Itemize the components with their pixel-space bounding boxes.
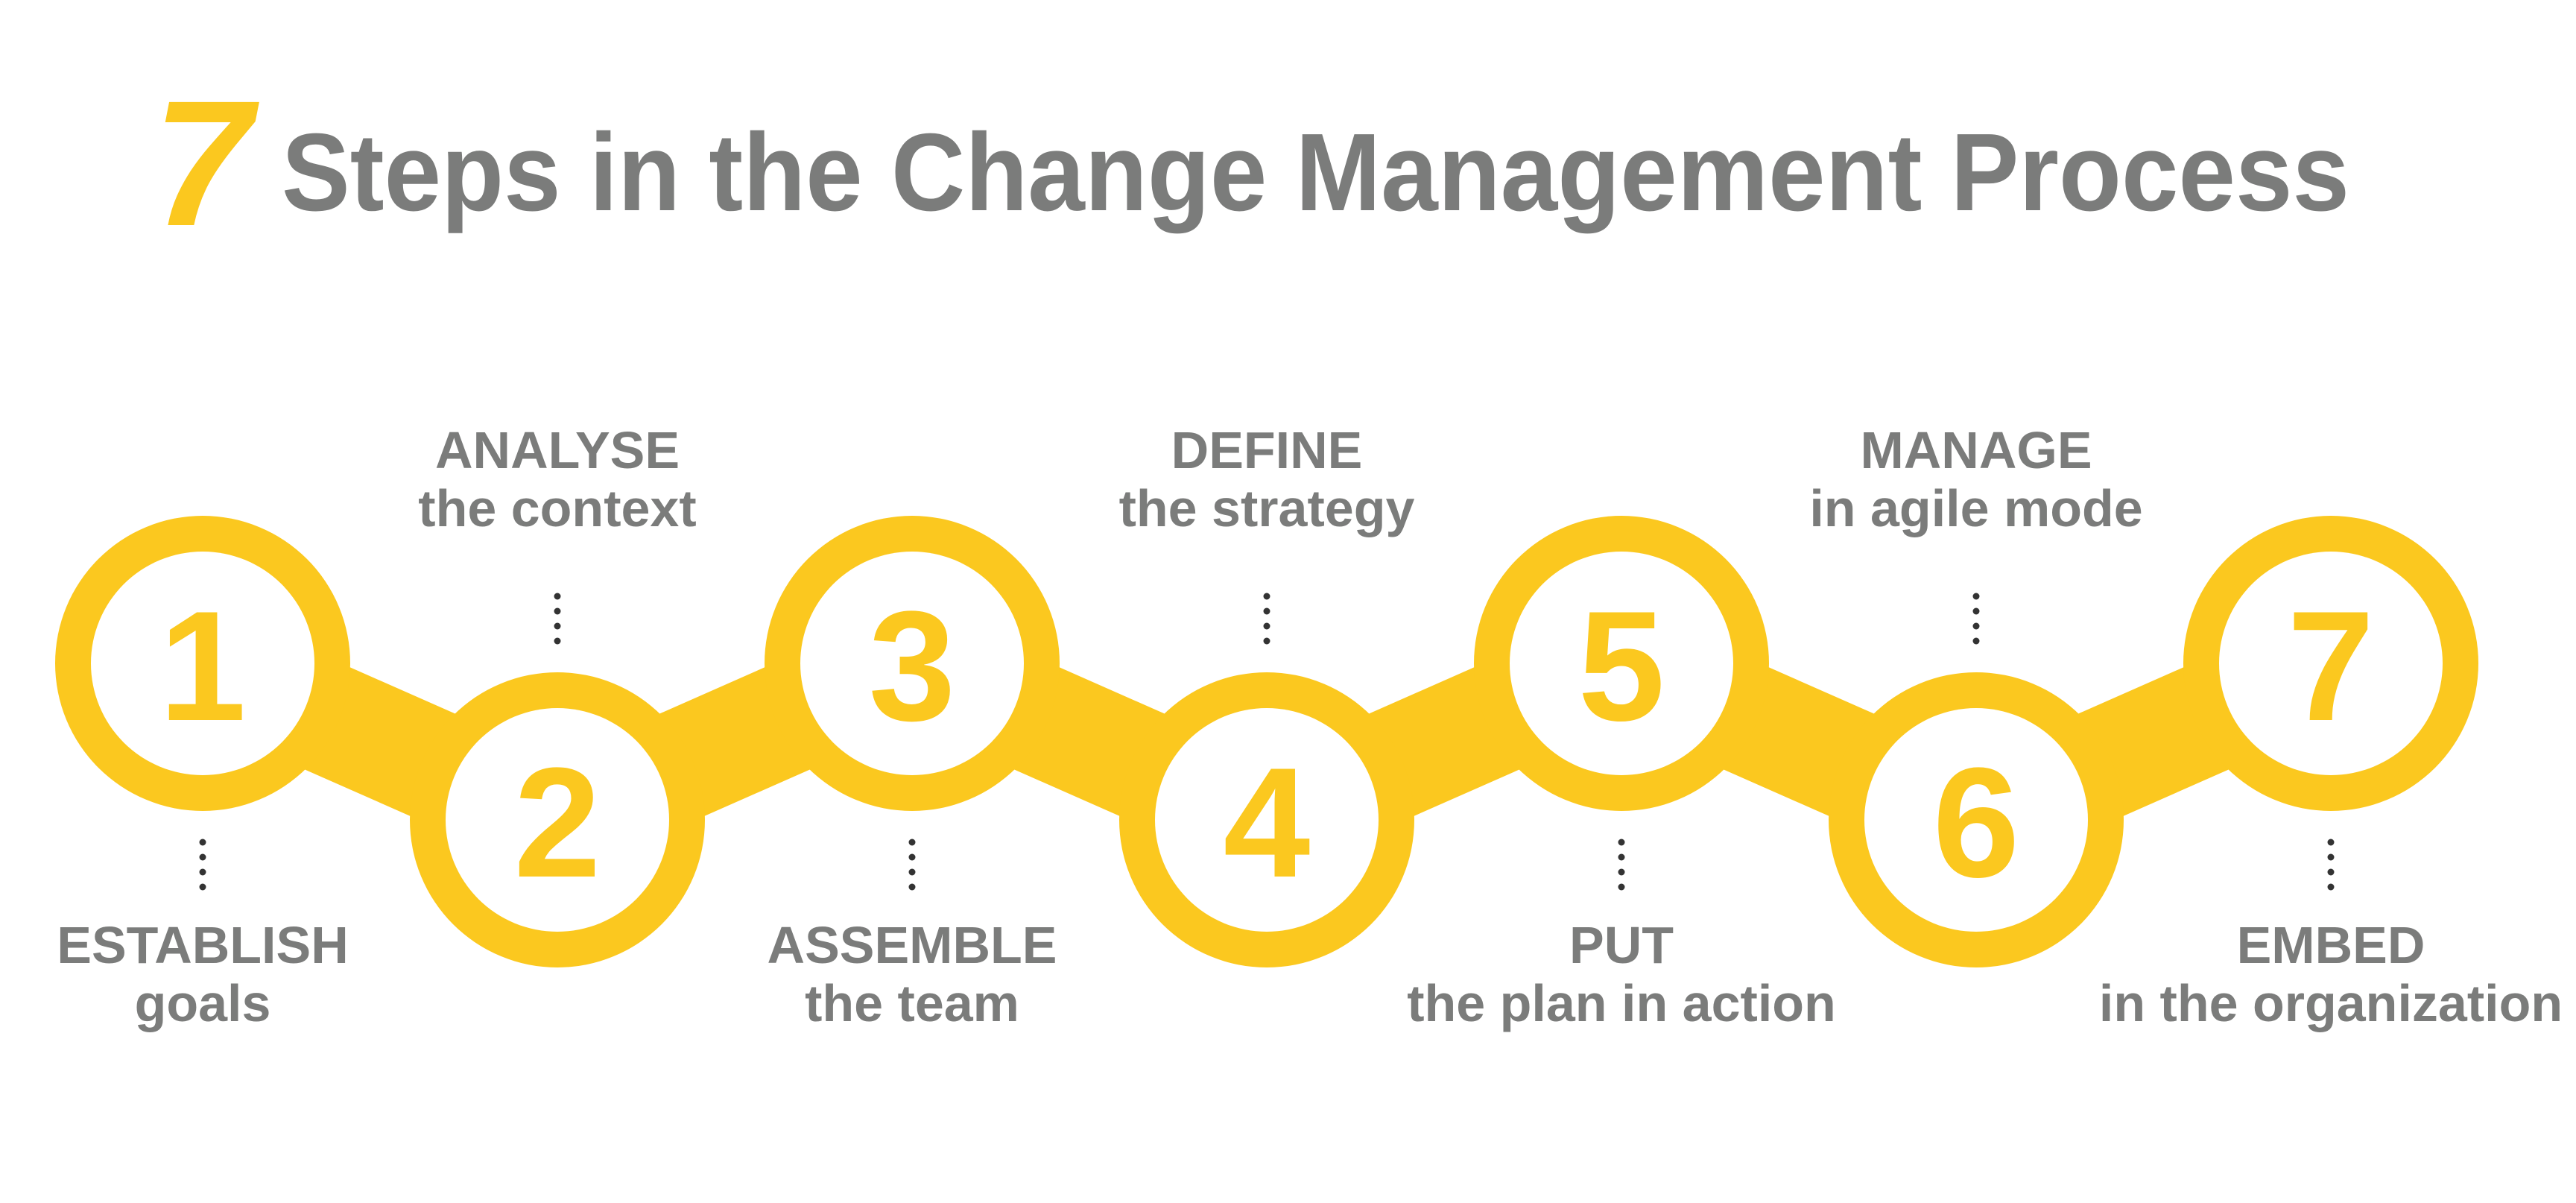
leader-dot	[1263, 607, 1270, 615]
leader-dot	[908, 868, 916, 876]
step-verb: MANAGE	[1860, 421, 2092, 479]
leader-dot	[199, 853, 206, 861]
step-detail: goals	[135, 974, 271, 1032]
leader-dot	[908, 883, 916, 891]
leader-dot	[908, 853, 916, 861]
step-ring-center	[446, 708, 669, 932]
leader-dot	[2327, 839, 2335, 846]
leader-dot	[199, 839, 206, 846]
step-detail: the plan in action	[1407, 974, 1836, 1032]
leader-dot	[554, 622, 561, 630]
step-detail: the team	[805, 974, 1019, 1032]
step-detail: the strategy	[1119, 479, 1415, 537]
step-number: 6	[1933, 735, 2020, 910]
step-verb: ESTABLISH	[57, 916, 349, 974]
step-number: 4	[1224, 735, 1311, 910]
leader-dot	[1263, 593, 1270, 600]
step-detail: in agile mode	[1809, 479, 2142, 537]
step-detail: in the organization	[2099, 974, 2563, 1032]
step-number: 2	[514, 735, 601, 910]
leader-dot	[1263, 637, 1270, 645]
step-number: 5	[1578, 578, 1665, 754]
step-ring-center	[1864, 708, 2088, 932]
leader-dot	[1618, 839, 1625, 846]
step-ring-center	[2219, 552, 2443, 775]
step-verb: EMBED	[2237, 916, 2425, 974]
leader-dot	[554, 607, 561, 615]
leader-dot	[1972, 637, 1980, 645]
leader-dot	[1263, 622, 1270, 630]
leader-dot	[1972, 622, 1980, 630]
leader-dot	[1972, 607, 1980, 615]
leader-dot	[908, 839, 916, 846]
step-ring-center	[800, 552, 1024, 775]
step-verb: PUT	[1569, 916, 1674, 974]
leader-dot	[199, 868, 206, 876]
step-number: 3	[869, 578, 956, 754]
step-number: 1	[159, 578, 247, 754]
step-detail: the context	[418, 479, 696, 537]
leader-dot	[2327, 853, 2335, 861]
leader-dot	[554, 593, 561, 600]
page-title: 7 Steps in the Change Management Process	[153, 63, 2349, 263]
title-number: 7	[153, 63, 259, 263]
leader-dot	[2327, 868, 2335, 876]
leader-dot	[1618, 883, 1625, 891]
leader-dot	[2327, 883, 2335, 891]
leader-dot	[1618, 853, 1625, 861]
title-text: Steps in the Change Management Process	[282, 111, 2349, 234]
leader-dot	[554, 637, 561, 645]
leader-dot	[1972, 593, 1980, 600]
step-verb: DEFINE	[1171, 421, 1363, 479]
step-ring-center	[1510, 552, 1733, 775]
step-number: 7	[2288, 578, 2375, 754]
leader-dot	[1618, 868, 1625, 876]
leader-dot	[199, 883, 206, 891]
step-ring-center	[1155, 708, 1379, 932]
step-verb: ANALYSE	[435, 421, 680, 479]
step-ring-center	[91, 552, 314, 775]
step-verb: ASSEMBLE	[768, 916, 1057, 974]
